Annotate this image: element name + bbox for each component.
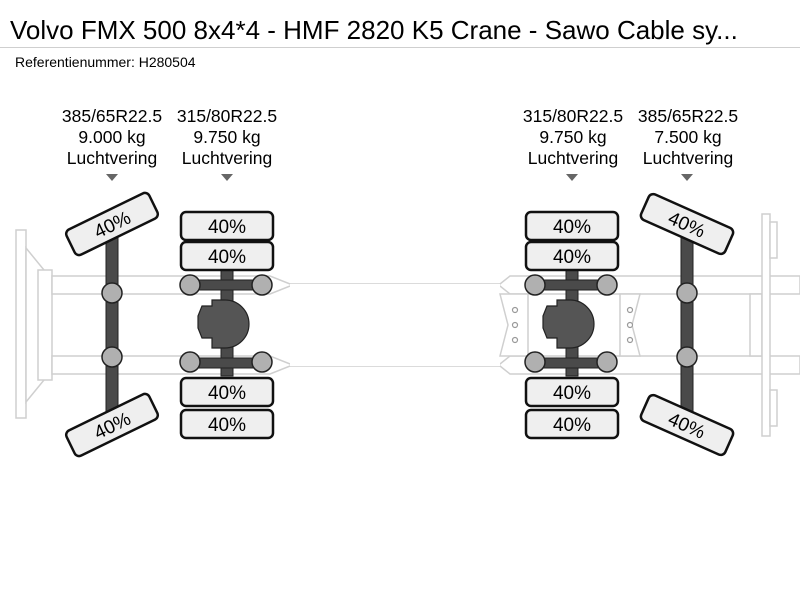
axle-3-tyre-inner-left: 40%: [524, 240, 620, 272]
axle-4-label: 385/65R22.5 7.500 kg Luchtvering: [623, 106, 753, 169]
axle-1-marker-icon: [106, 174, 118, 181]
axle-3-tyre-inner-right: 40%: [524, 376, 620, 408]
svg-text:40%: 40%: [208, 415, 246, 436]
axle-2-crossbar-bottom: [189, 357, 263, 369]
svg-text:40%: 40%: [208, 217, 246, 238]
axle-3-label: 315/80R22.5 9.750 kg Luchtvering: [508, 106, 638, 169]
axle-2-crossbar-top: [189, 279, 263, 291]
axle-2-tyre-inner-right: 40%: [179, 376, 275, 408]
axle-3-suspension: Luchtvering: [527, 148, 619, 168]
axle-3-marker-icon: [566, 174, 578, 181]
axle-1-beam: [105, 231, 119, 419]
axle-3-tyre-outer-left: 40%: [524, 210, 620, 242]
axle-2-load: 9.750 kg: [193, 127, 261, 147]
header-divider: [0, 47, 800, 48]
axle-4-tyre-size: 385/65R22.5: [637, 106, 739, 126]
axle-1-label: 385/65R22.5 9.000 kg Luchtvering: [47, 106, 177, 169]
svg-text:40%: 40%: [208, 247, 246, 268]
axle-2-tyre-outer-left: 40%: [179, 210, 275, 242]
axle-4-tyre-right: 40%: [639, 393, 735, 457]
axle-2-suspension: Luchtvering: [181, 148, 273, 168]
axle-1-load: 9.000 kg: [78, 127, 146, 147]
axle-1-tyre-left: 40%: [64, 191, 160, 257]
svg-text:40%: 40%: [553, 415, 591, 436]
svg-text:40%: 40%: [553, 217, 591, 238]
crossmember-bolts: [511, 306, 634, 344]
axle-2-marker-icon: [221, 174, 233, 181]
axle-3-tyre-size: 315/80R22.5: [522, 106, 624, 126]
axle-2-tyre-outer-right: 40%: [179, 408, 275, 440]
axle-2-label: 315/80R22.5 9.750 kg Luchtvering: [162, 106, 292, 169]
axle-4-load: 7.500 kg: [654, 127, 722, 147]
svg-text:40%: 40%: [553, 247, 591, 268]
axle-4-suspension: Luchtvering: [642, 148, 734, 168]
axle-2-tyre-inner-left: 40%: [179, 240, 275, 272]
axle-1-tyre-size: 385/65R22.5: [61, 106, 163, 126]
axle-3-tyre-outer-right: 40%: [524, 408, 620, 440]
axle-1-suspension: Luchtvering: [66, 148, 158, 168]
svg-text:40%: 40%: [208, 383, 246, 404]
axle-3-load: 9.750 kg: [539, 127, 607, 147]
svg-text:40%: 40%: [553, 383, 591, 404]
axle-4-marker-icon: [681, 174, 693, 181]
axle-2-tyre-size: 315/80R22.5: [176, 106, 278, 126]
axle-2-differential: [197, 299, 250, 349]
axle-4-beam: [680, 231, 694, 419]
axle-3-crossbar-top: [534, 279, 608, 291]
axle-3-crossbar-bottom: [534, 357, 608, 369]
reference-number: Referentienummer: H280504: [15, 54, 196, 70]
axle-joints: [101, 274, 698, 373]
axle-3-differential: [542, 299, 595, 349]
